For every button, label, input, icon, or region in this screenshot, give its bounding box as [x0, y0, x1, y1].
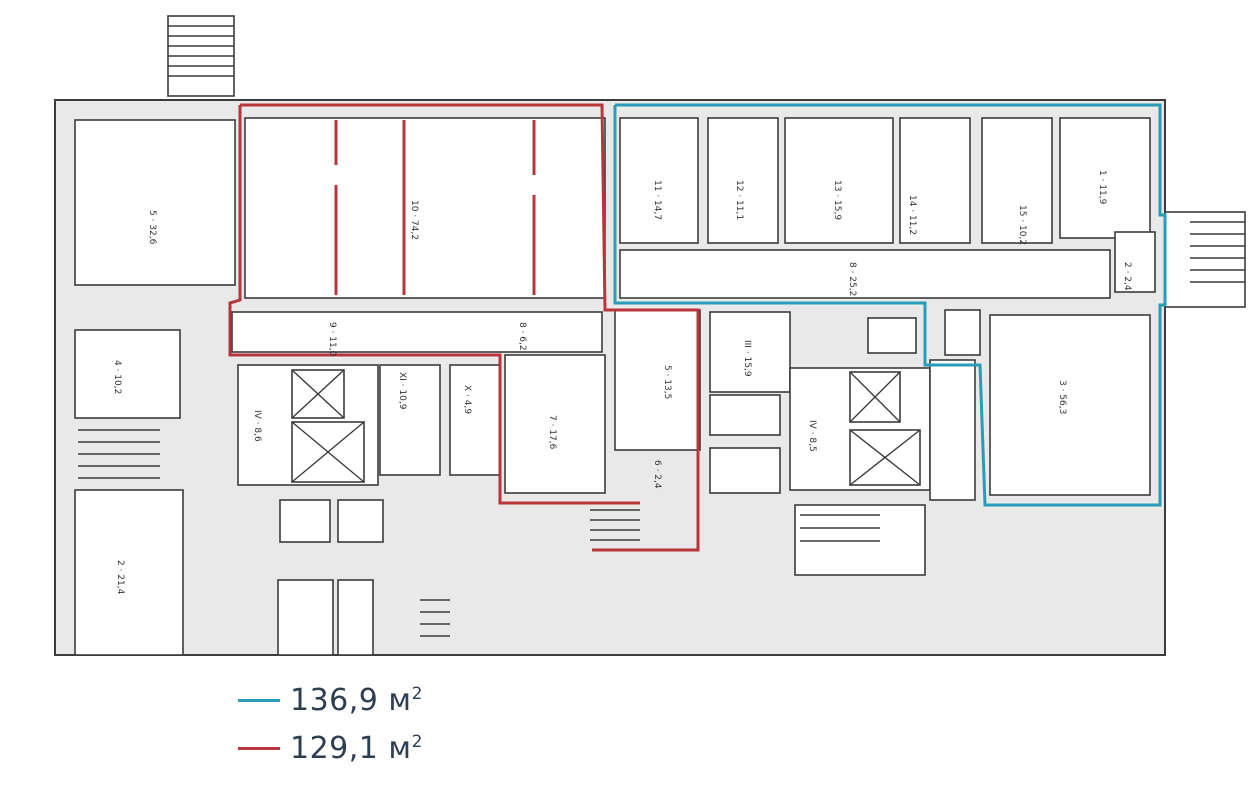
room-label-8b: 8 · 6,2: [517, 322, 527, 351]
room-labels: 5 · 32,6 10 · 74,2 11 · 14,7 12 · 11,1 1…: [112, 170, 1132, 595]
room-label-X: X · 4,9: [462, 385, 472, 414]
room-label-12: 12 · 11,1: [734, 180, 744, 220]
room-label-7: 7 · 17,6: [547, 415, 557, 450]
room-label-IV: IV · 8,6: [252, 410, 262, 442]
room-label-2b: 2 · 21,4: [115, 560, 125, 595]
room-label-11: 11 · 14,7: [652, 180, 662, 220]
room-label-III: III · 15,9: [742, 340, 752, 377]
room-label-9: 9 · 11,0: [327, 322, 337, 357]
red-inner-walls: [334, 120, 536, 295]
room-label-IVb: IV · 8,5: [807, 420, 817, 452]
red-area-outline-left: [228, 105, 640, 505]
floor-plan: 5 · 32,6 10 · 74,2 11 · 14,7 12 · 11,1 1…: [54, 15, 1246, 656]
room-label-8: 8 · 25,2: [847, 262, 857, 296]
room-label-14: 14 · 11,2: [907, 195, 917, 235]
legend-item-blue: 136,9 м2: [238, 676, 423, 724]
red-area-outline: [240, 103, 700, 552]
legend-swatch-blue: [238, 698, 280, 702]
legend-label: 136,9 м2: [290, 682, 423, 718]
room-label-5: 5 · 32,6: [147, 210, 157, 245]
room-label-2: 2 · 2,4: [1122, 262, 1132, 291]
legend-swatch-red: [238, 746, 280, 750]
room-label-10: 10 · 74,2: [409, 200, 419, 240]
room-label-4: 4 · 10,2: [112, 360, 122, 394]
legend: 136,9 м2 129,1 м2: [238, 676, 423, 772]
room-label-13: 13 · 15,9: [832, 180, 842, 220]
room-label-1: 1 · 11,9: [1097, 170, 1107, 205]
room-label-6: 6 · 2,4: [652, 460, 662, 489]
blue-area-outline: [613, 103, 1167, 507]
legend-label: 129,1 м2: [290, 730, 423, 766]
room-label-15: 15 · 10,2: [1017, 205, 1027, 245]
room-label-3: 3 · 56,3: [1057, 380, 1067, 414]
legend-item-red: 129,1 м2: [238, 724, 423, 772]
room-label-XI: XI · 10,9: [397, 372, 407, 410]
rooms: [74, 117, 1156, 656]
room-label-5b: 5 · 13,5: [662, 365, 672, 399]
